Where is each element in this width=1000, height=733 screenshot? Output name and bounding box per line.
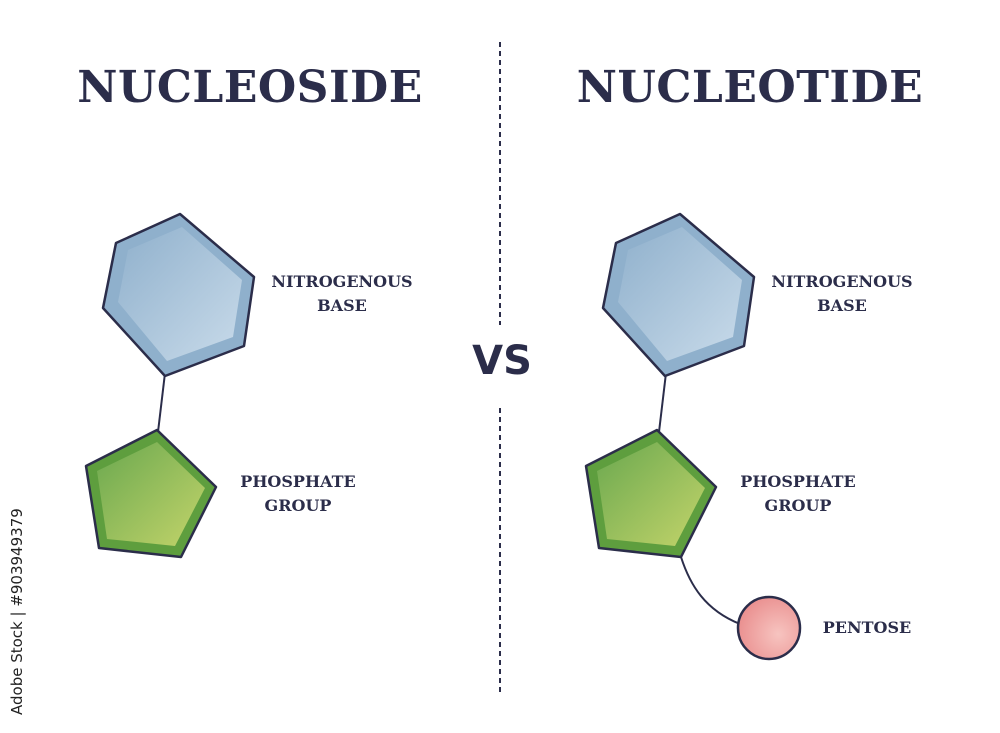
nucleotide-base-label: NITROGENOUS BASE (771, 272, 913, 315)
nucleotide-structure (584, 212, 802, 661)
nucleoside-pentagon-icon (84, 428, 218, 559)
pentose-bond (680, 556, 741, 625)
stock-id-watermark: Adobe Stock | #903949379 (8, 508, 26, 715)
nucleotide-title: NUCLEOTIDE (576, 62, 924, 113)
vs-text: VS (472, 338, 532, 384)
nucleoside-base-label: NITROGENOUS BASE (271, 272, 413, 315)
nucleotide-bond (658, 372, 667, 433)
nucleoside-structure (84, 212, 256, 559)
nucleotide-hexagon-icon (601, 212, 756, 378)
pentose-sphere-icon (736, 595, 802, 661)
nucleoside-title: NUCLEOSIDE (77, 62, 423, 113)
nucleotide-pentagon-icon (584, 428, 718, 559)
nucleotide-phosphate-label: PHOSPHATE GROUP (740, 472, 856, 515)
pentose-label: PENTOSE (822, 618, 912, 637)
nucleoside-phosphate-label: PHOSPHATE GROUP (240, 472, 356, 515)
nucleoside-hexagon-icon (101, 212, 256, 378)
nucleoside-bond (157, 372, 166, 433)
